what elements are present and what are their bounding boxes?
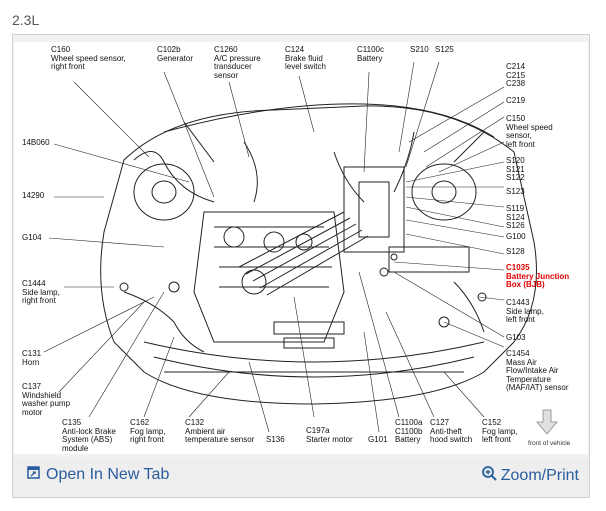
label-c1443: C1443 Side lamp, left front — [506, 298, 544, 324]
label-s136: S136 — [266, 435, 285, 444]
diagram-caption: 2.3L — [12, 12, 40, 28]
label-c160: C160 Wheel speed sensor, right front — [51, 45, 126, 71]
label-c1444: C1444 Side lamp, right front — [22, 279, 60, 305]
front-of-vehicle-label: front of vehicle — [528, 440, 571, 447]
label-c1100c: C1100c Battery — [357, 45, 384, 63]
engine-compartment-diagram: C160 Wheel speed sensor, right front C10… — [14, 42, 588, 454]
label-s210: S210 — [410, 45, 429, 54]
label-g104: G104 — [22, 233, 42, 242]
label-c135: C135 Anti-lock Brake System (ABS) module — [62, 418, 116, 453]
engine-illustration — [43, 61, 558, 435]
label-c1260: C1260 A/C pressure transducer sensor — [214, 45, 261, 80]
label-c1100a-c1100b: C1100a C1100b Battery — [395, 418, 423, 444]
label-c102b: C102b Generator — [157, 45, 194, 63]
zoom-print-label: Zoom/Print — [500, 467, 579, 484]
label-s125: S125 — [435, 45, 454, 54]
label-s128: S128 — [506, 247, 525, 256]
label-c1035-bjb: C1035 Battery Junction Box (BJB) — [506, 263, 570, 289]
label-s119-s124-s126: S119 S124 S126 — [506, 204, 525, 230]
label-c219: C219 — [506, 96, 526, 105]
label-c132: C132 Ambient air temperature sensor — [185, 418, 255, 444]
label-c1454: C1454 Mass Air Flow/Intake Air Temperatu… — [506, 349, 569, 392]
label-c127: C127 Anti-theft hood switch — [430, 418, 473, 444]
zoom-print-link[interactable]: Zoom/Print — [481, 465, 579, 487]
label-c137: C137 Windshield washer pump motor — [22, 382, 71, 417]
label-g100: G100 — [506, 232, 526, 241]
image-toolbar: Open In New Tab Zoom/Print — [13, 458, 589, 497]
label-c214-c215-c238: C214 C215 C238 — [506, 62, 526, 88]
front-arrow-icon — [536, 409, 558, 435]
magnifier-plus-icon — [481, 465, 498, 487]
label-s120-s121-s122: S120 S121 S122 — [506, 156, 525, 182]
open-new-tab-link[interactable]: Open In New Tab — [27, 466, 169, 484]
label-c131: C131 Horn — [22, 349, 42, 367]
label-14b060: 14B060 — [22, 138, 50, 147]
external-window-icon — [27, 466, 40, 484]
label-c162: C162 Fog lamp, right front — [130, 418, 166, 444]
label-c152: C152 Fog lamp, left front — [482, 418, 518, 444]
open-new-tab-label: Open In New Tab — [46, 466, 170, 483]
label-c197a: C197a Starter motor — [306, 426, 353, 444]
label-c150: C150 Wheel speed sensor, left front — [506, 114, 553, 149]
label-g101: G101 — [368, 435, 388, 444]
label-14290: 14290 — [22, 191, 45, 200]
label-g103: G103 — [506, 333, 526, 342]
label-c124: C124 Brake fluid level switch — [285, 45, 326, 71]
label-s123: S123 — [506, 187, 525, 196]
